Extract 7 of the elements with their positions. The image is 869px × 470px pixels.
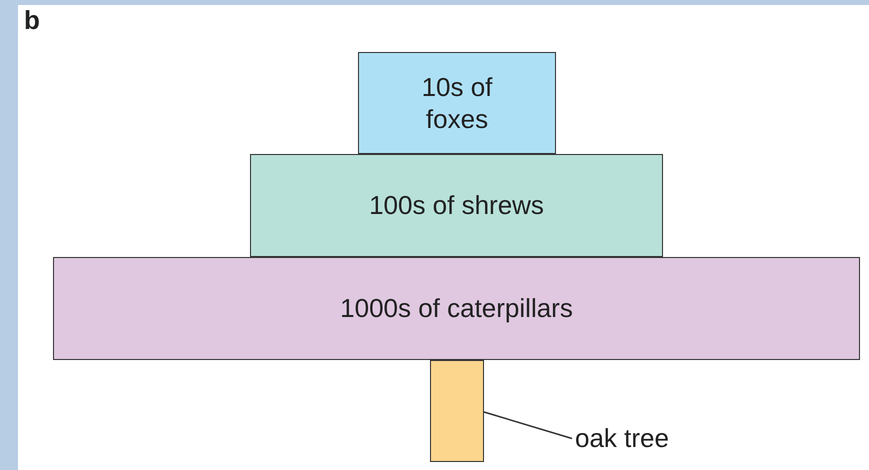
panel-letter: b bbox=[24, 5, 40, 36]
pyramid-level: 10s of foxes bbox=[358, 52, 556, 154]
pyramid-level: 1000s of caterpillars bbox=[53, 257, 860, 360]
producer-bar bbox=[430, 360, 484, 462]
pyramid-level: 100s of shrews bbox=[250, 154, 663, 257]
plant-label: oak tree bbox=[575, 423, 669, 454]
leader-line bbox=[484, 411, 572, 440]
